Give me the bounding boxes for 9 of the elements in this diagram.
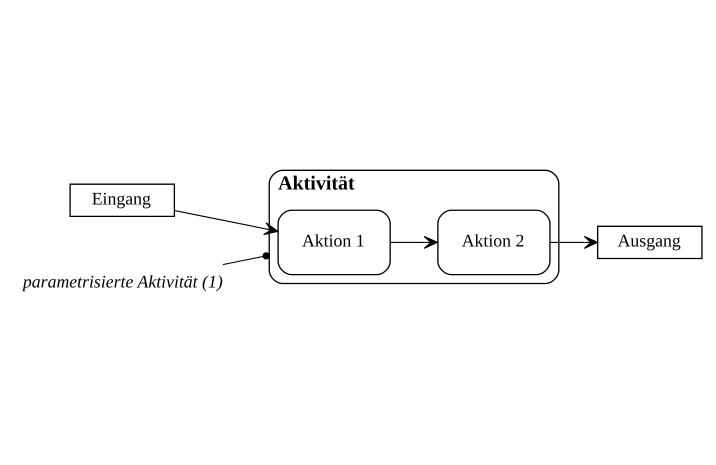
node-text: parametrisierte Aktivität (1) bbox=[22, 271, 223, 292]
node-box: Ausgang bbox=[596, 225, 703, 259]
connector bbox=[222, 252, 270, 265]
arrow bbox=[550, 235, 598, 248]
node-box: Aktion 1 bbox=[277, 209, 391, 275]
arrow bbox=[390, 235, 438, 248]
arrow bbox=[174, 210, 278, 235]
node-box: Aktion 2 bbox=[437, 209, 551, 275]
node-box: Eingang bbox=[69, 183, 176, 217]
